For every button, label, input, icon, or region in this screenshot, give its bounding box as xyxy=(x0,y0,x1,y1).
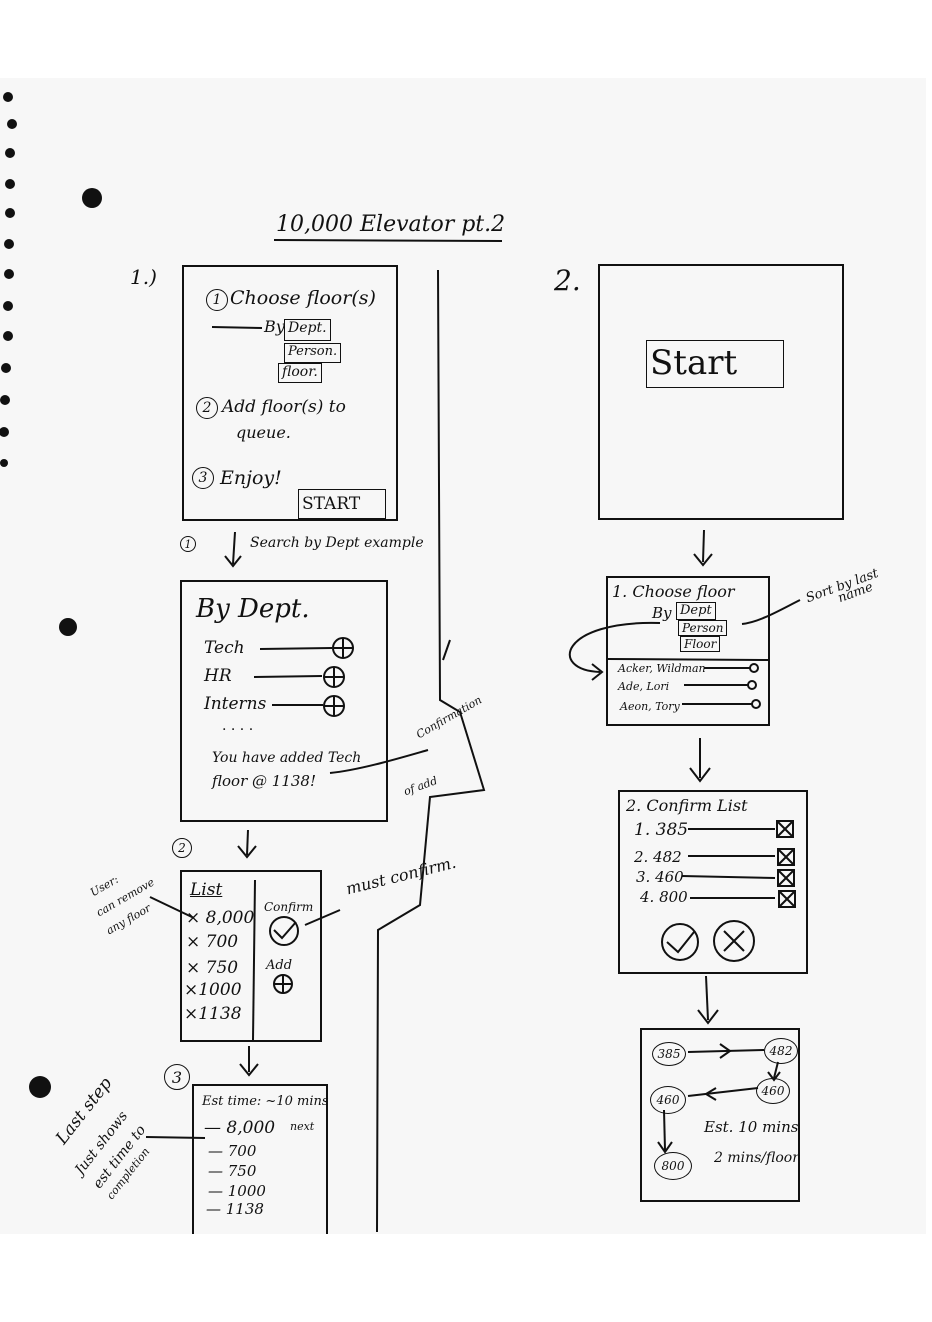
dept-heading: By Dept. xyxy=(196,594,310,624)
est-row: — 1138 xyxy=(206,1200,264,1218)
dept-item-hr[interactable]: HR xyxy=(204,666,232,686)
step3-text: Enjoy! xyxy=(220,467,282,489)
arrow1-caption: Search by Dept example xyxy=(250,535,424,551)
route-node: 385 xyxy=(652,1042,686,1066)
dept-item-interns[interactable]: Interns xyxy=(204,694,267,714)
person-row[interactable]: Aeon, Tory xyxy=(620,700,680,713)
est-row: — 8,000 xyxy=(204,1118,276,1138)
option-floor[interactable]: floor. xyxy=(278,363,322,383)
list-item[interactable]: × 700 xyxy=(186,932,239,952)
spiral-binding xyxy=(0,92,102,1098)
added-message-cont: floor @ 1138! xyxy=(212,772,316,790)
route-node: 482 xyxy=(764,1038,798,1064)
route-node: 460 xyxy=(650,1086,686,1114)
add-label: Add xyxy=(266,958,293,973)
start-button[interactable]: START xyxy=(298,489,386,519)
step2-text: Add floor(s) to xyxy=(222,397,346,417)
next-tag: next xyxy=(290,1120,315,1133)
flow1-list-screen: List × 8,000 × 700 × 750 ×1000 ×1138 Con… xyxy=(180,870,322,1042)
flow1-dept-screen: By Dept. Tech HR Interns . . . . You hav… xyxy=(180,580,388,822)
step3-number: 3 xyxy=(192,467,214,489)
option-person[interactable]: Person. xyxy=(284,343,342,363)
est-row: — 700 xyxy=(208,1142,257,1160)
step2-text-cont: queue. xyxy=(236,423,291,442)
confirm-list-title: 2. Confirm List xyxy=(626,796,748,815)
est-time: Est time: ~10 mins xyxy=(202,1094,329,1109)
route-node: 800 xyxy=(654,1152,692,1180)
step1-number: 1 xyxy=(206,289,228,311)
est-row: — 1000 xyxy=(208,1182,266,1200)
option-dept[interactable]: Dept. xyxy=(284,319,331,341)
person-row[interactable]: Ade, Lori xyxy=(618,680,670,693)
start-button[interactable]: Start xyxy=(646,340,784,388)
flow2-choose-screen: 1. Choose floor By Dept Person Floor Ack… xyxy=(606,576,770,726)
flow2-route-screen: 385 482 460 460 800 Est. 10 mins 2 mins/… xyxy=(640,1028,800,1202)
confirm-item[interactable]: 1. 385 xyxy=(634,820,689,840)
by-label: By xyxy=(652,604,672,622)
option-person[interactable]: Person xyxy=(678,620,728,636)
confirm-item[interactable]: 4. 800 xyxy=(640,888,688,906)
person-row[interactable]: Acker, Wildman xyxy=(618,662,706,675)
list-item[interactable]: × 750 xyxy=(186,958,239,978)
arrow3-number: 3 xyxy=(164,1064,190,1090)
plus-circle-icons xyxy=(269,637,761,994)
route-node: 460 xyxy=(756,1078,790,1104)
arrow2-number: 2 xyxy=(172,838,192,858)
flow2-label: 2. xyxy=(554,264,581,297)
page-title: 10,000 Elevator pt.2 xyxy=(276,212,506,237)
confirm-item[interactable]: 3. 460 xyxy=(636,868,684,886)
list-title: List xyxy=(190,880,223,900)
arrow1-number: 1 xyxy=(180,536,196,552)
est-row: — 750 xyxy=(208,1162,257,1180)
step1-text: Choose floor(s) xyxy=(230,287,376,309)
flow1-est-screen: Est time: ~10 mins — 8,000 next — 700 — … xyxy=(192,1084,329,1234)
choose-floor-title: 1. Choose floor xyxy=(612,582,735,601)
list-item[interactable]: ×1138 xyxy=(184,1004,242,1024)
step2-number: 2 xyxy=(196,397,218,419)
dept-ellipsis: . . . . xyxy=(222,718,254,734)
rate-per-floor: 2 mins/floor xyxy=(714,1150,799,1166)
flow1-home-screen: 1 Choose floor(s) By Dept. Person. floor… xyxy=(182,265,398,521)
flow1-label: 1.) xyxy=(130,265,157,289)
list-item[interactable]: × 8,000 xyxy=(186,908,255,928)
dept-item-tech[interactable]: Tech xyxy=(204,638,245,658)
flow2-confirm-screen: 2. Confirm List 1. 385 2. 482 3. 460 4. … xyxy=(618,790,808,974)
option-floor[interactable]: Floor xyxy=(680,636,721,652)
by-label: By xyxy=(264,317,285,336)
option-dept[interactable]: Dept xyxy=(676,602,716,620)
checkbox-icons xyxy=(776,820,796,908)
flow2-start-screen: Start xyxy=(598,264,844,520)
confirm-label: Confirm xyxy=(264,900,314,914)
confirm-item[interactable]: 2. 482 xyxy=(634,848,682,866)
list-item[interactable]: ×1000 xyxy=(184,980,242,1000)
added-message: You have added Tech xyxy=(212,750,362,766)
est-total: Est. 10 mins xyxy=(704,1118,799,1136)
